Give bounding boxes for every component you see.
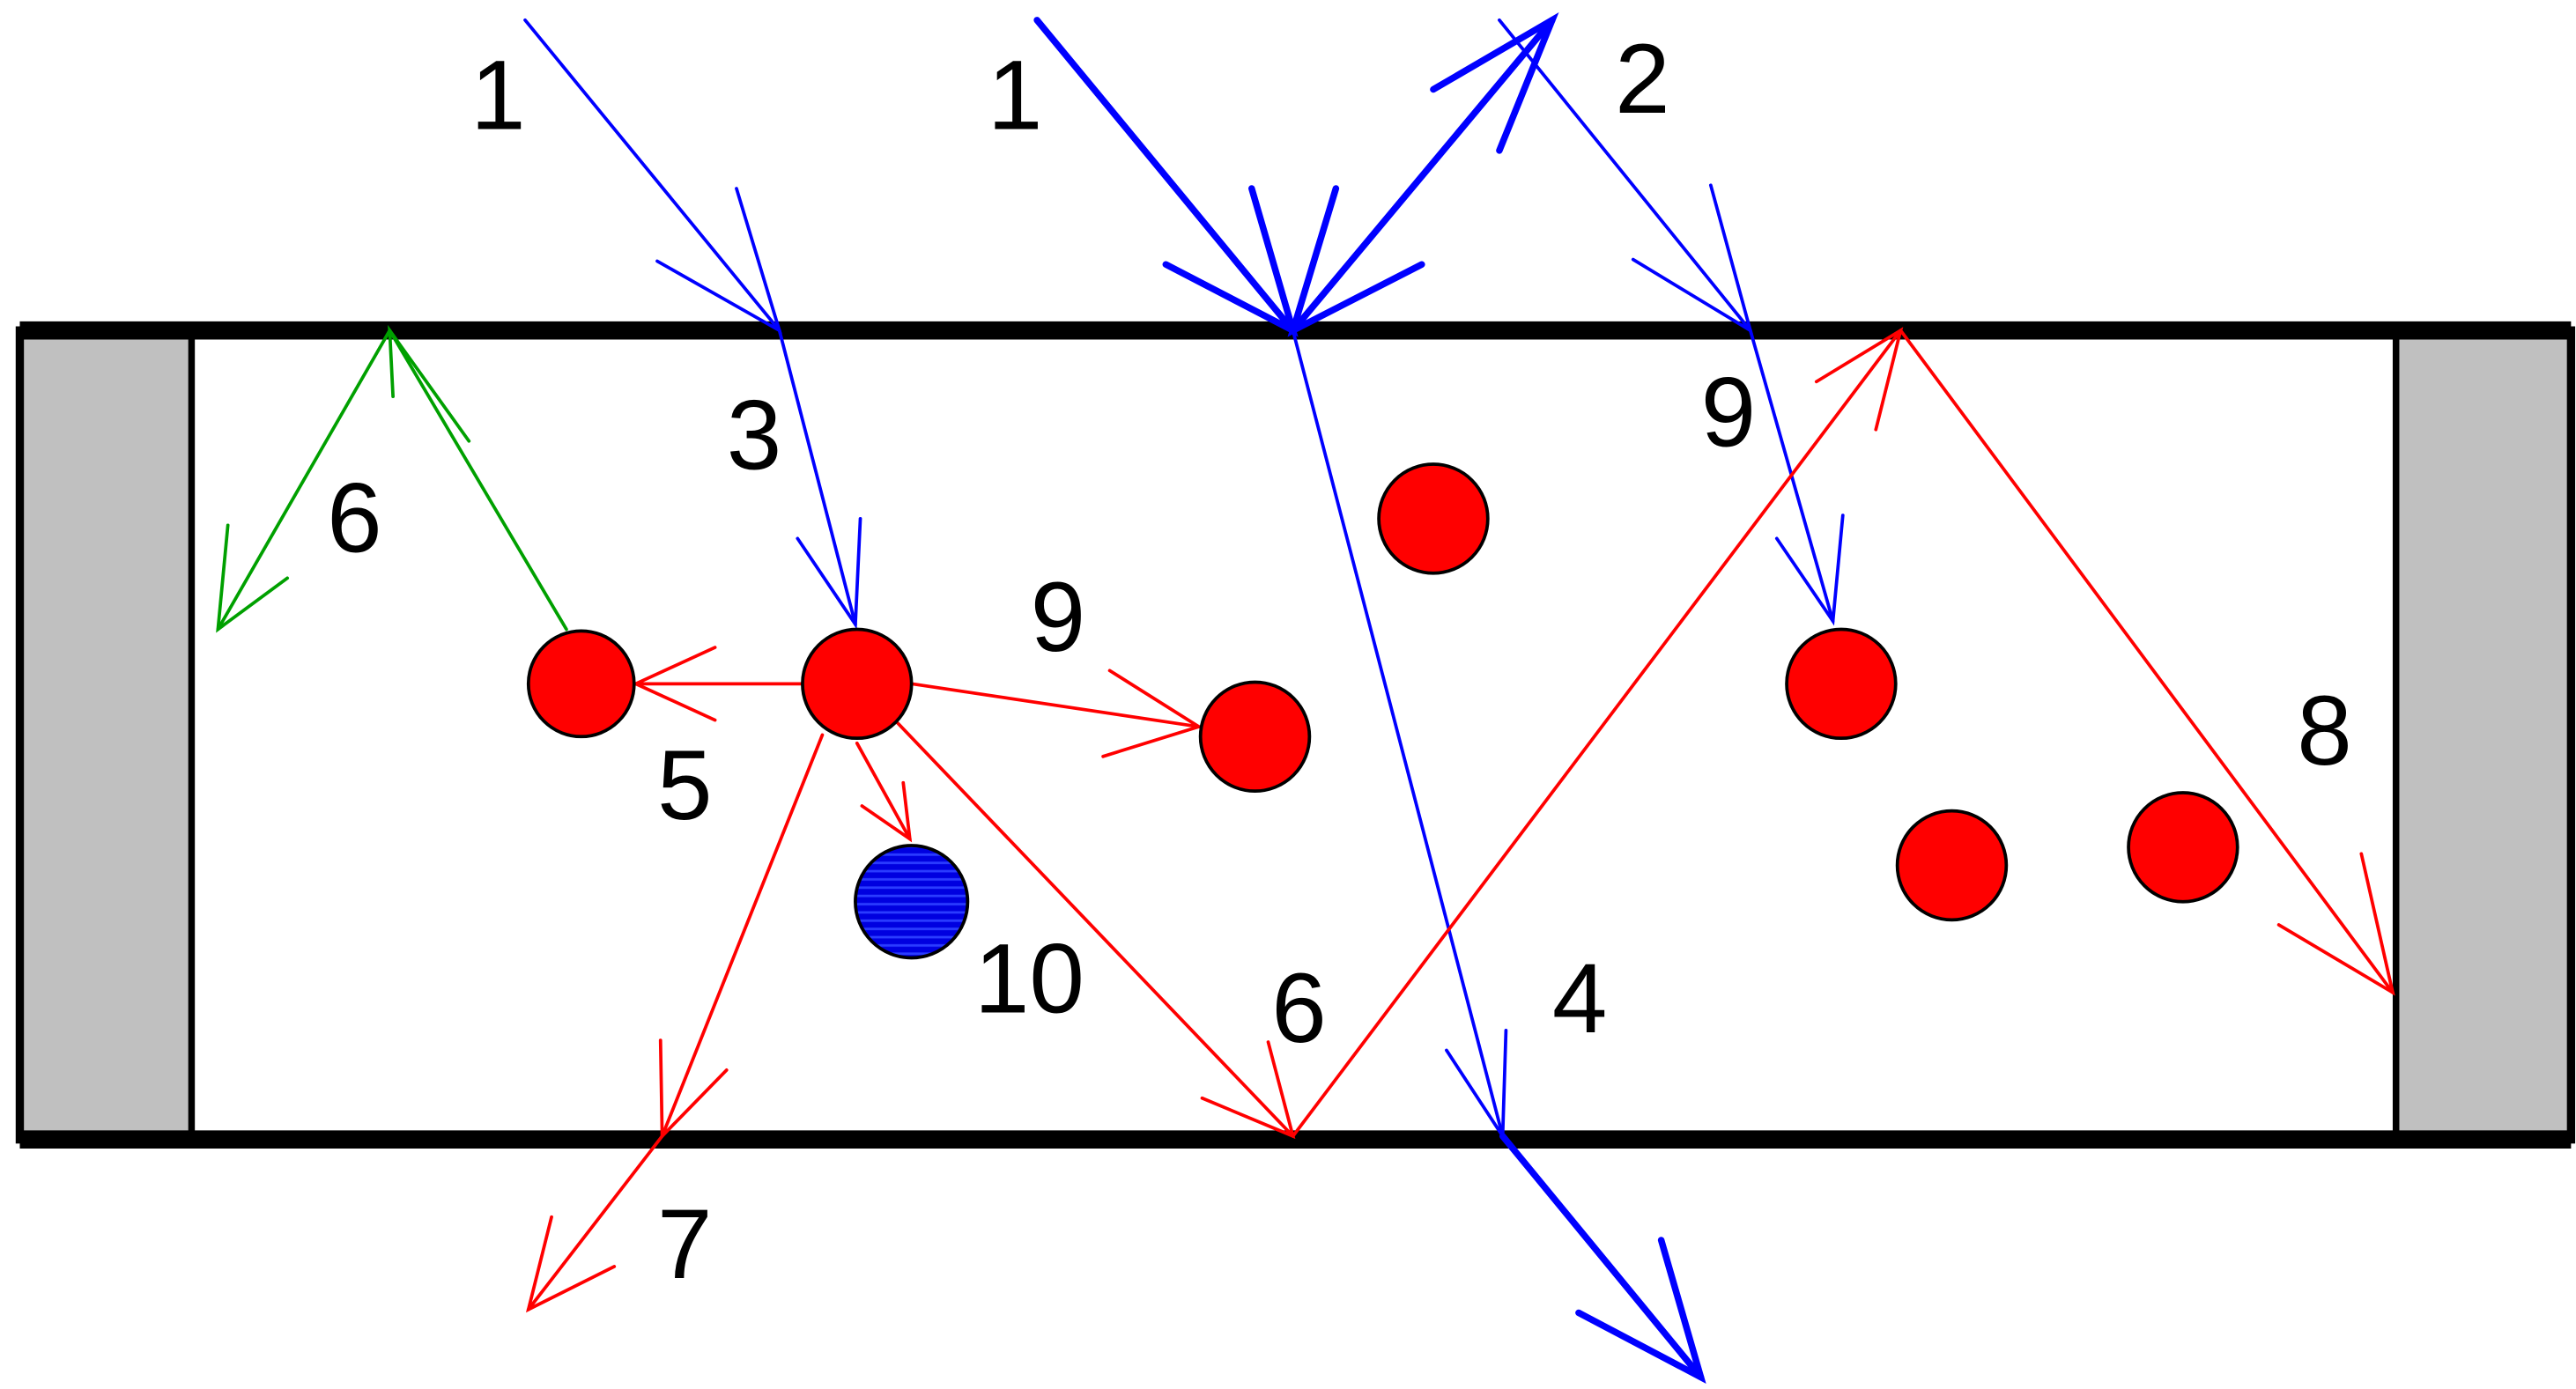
particle-upper [1377, 462, 1490, 575]
particle-left [526, 629, 636, 739]
label-ray6-bottom: 6 [1271, 952, 1327, 1063]
reflected-ray-2 [1287, 12, 1559, 337]
absorber-particle [854, 844, 970, 960]
particle-right-upper [1785, 627, 1898, 741]
label-ray2: 2 [1615, 23, 1670, 134]
scatter-ray-6-zigzag [890, 327, 2395, 1140]
label-ray8: 8 [2297, 675, 2352, 786]
absorbed-ray-6 [216, 324, 568, 633]
particle-right-lower [1895, 809, 2009, 922]
left-wall [16, 327, 196, 1143]
label-ray6-left: 6 [327, 462, 382, 573]
label-ray5: 5 [657, 729, 713, 840]
particle-far-right [2127, 791, 2239, 904]
exiting-ray-4 [1499, 1133, 1706, 1384]
scatter-ray-9-mid [909, 669, 1203, 758]
right-wall [2392, 327, 2575, 1143]
particle-center [801, 627, 914, 741]
label-ray1-mid: 1 [988, 40, 1043, 151]
scatter-ray-5 [632, 646, 806, 722]
label-ray4: 4 [1552, 942, 1608, 1053]
label-ray10: 10 [974, 922, 1084, 1033]
scatter-ray-7 [525, 733, 825, 1313]
label-ray1-left: 1 [470, 40, 526, 151]
label-ray3: 3 [727, 380, 782, 491]
incident-ray-1-left [523, 18, 862, 630]
label-ray9-top: 9 [1701, 356, 1757, 467]
incident-ray-1-mid [1033, 17, 1299, 337]
particle-mid [1198, 680, 1312, 794]
label-ray9-mid: 9 [1031, 561, 1086, 672]
label-ray7: 7 [657, 1188, 713, 1299]
scatter-ray-10 [855, 741, 913, 843]
